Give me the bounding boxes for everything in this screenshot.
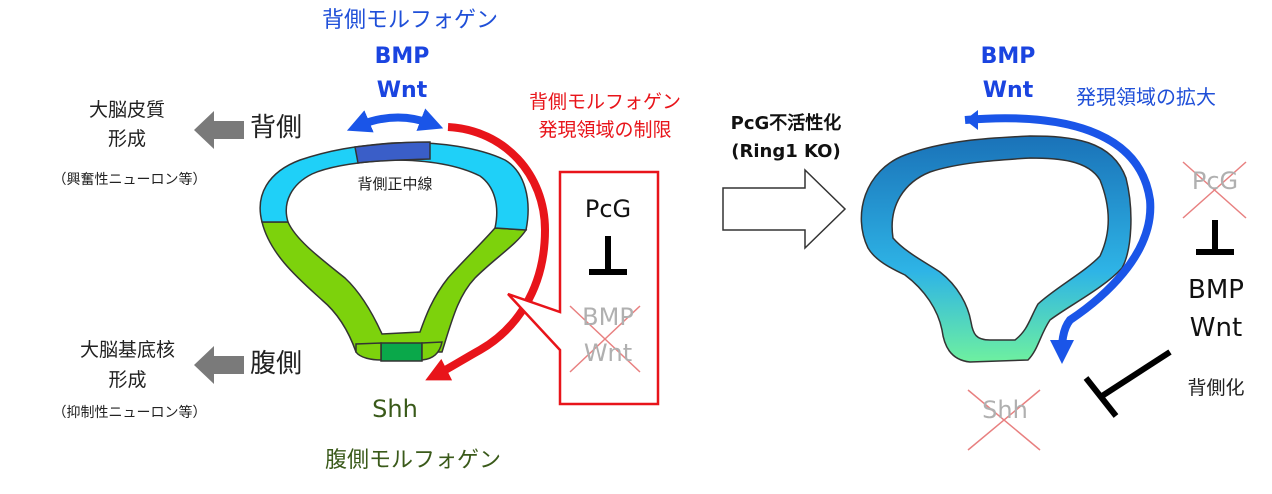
transition-arrow	[722, 168, 847, 250]
dorsal-morphogen-title: 背側モルフォゲン	[321, 8, 498, 33]
wnt-label: Wnt	[376, 78, 428, 103]
expansion-arrow	[964, 114, 1155, 364]
ventral-label: 腹側	[250, 349, 303, 379]
restriction-label-line1: 背側モルフォゲン	[528, 91, 681, 113]
ventral-morphogen-title: 腹側モルフォゲン	[324, 448, 501, 473]
ko-label-line2: (Ring1 KO)	[731, 141, 841, 162]
restriction-arrow	[425, 123, 550, 381]
right-shh-label: Shh	[982, 396, 1028, 424]
ko-brain-section	[860, 135, 1132, 363]
dorsal-midline-patch	[354, 141, 431, 164]
expansion-label: 発現領域の拡大	[1076, 85, 1216, 109]
dorsalization-label: 背側化	[1187, 377, 1245, 399]
right-bmp-label: BMP	[980, 44, 1036, 69]
basal-ganglia-label-line1: 大脳基底核	[79, 339, 175, 361]
ventral-tissue	[261, 221, 528, 353]
callout-cross-mark	[569, 305, 641, 373]
callout-bmp-label: BMP	[582, 303, 634, 331]
dorsal-label: 背側	[250, 113, 303, 143]
ventral-midline-patch	[380, 342, 423, 362]
cortex-label-line1: 大脳皮質	[88, 99, 165, 121]
right-pcg-label: PcG	[1191, 167, 1239, 195]
wildtype-brain-section	[259, 141, 529, 362]
dorsal-outcome-arrow	[194, 111, 244, 149]
bmp-label: BMP	[374, 44, 430, 69]
pcg-cross-mark	[1182, 161, 1247, 219]
pcg-callout-box	[507, 170, 660, 406]
ventral-outcome-arrow	[194, 346, 244, 384]
restriction-label-line2: 発現領域の制限	[538, 119, 672, 141]
shh-label: Shh	[372, 395, 418, 423]
ko-label-line1: PcG不活性化	[730, 113, 842, 134]
inhibition-symbol	[589, 236, 627, 275]
basal-ganglia-label-line2: 形成	[108, 369, 147, 391]
dorsal-spread-arrow	[346, 108, 444, 133]
callout-wnt-label: Wnt	[583, 339, 633, 367]
right-inhibition-symbol	[1196, 220, 1234, 255]
right-wnt-label: Wnt	[982, 78, 1034, 103]
dorsal-midline-label: 背側正中線	[357, 175, 433, 193]
cortex-note: （興奮性ニューロン等）	[52, 172, 207, 188]
shh-inhibition-symbol	[1083, 349, 1172, 418]
cortex-label-line2: 形成	[107, 128, 146, 150]
callout-pcg-label: PcG	[584, 195, 632, 223]
right-bmp2-label: BMP	[1188, 275, 1244, 305]
basal-ganglia-note: （抑制性ニューロン等）	[52, 405, 207, 421]
shh-cross-mark	[967, 389, 1041, 451]
right-wnt2-label: Wnt	[1189, 313, 1243, 343]
dorsal-tissue	[259, 141, 529, 231]
